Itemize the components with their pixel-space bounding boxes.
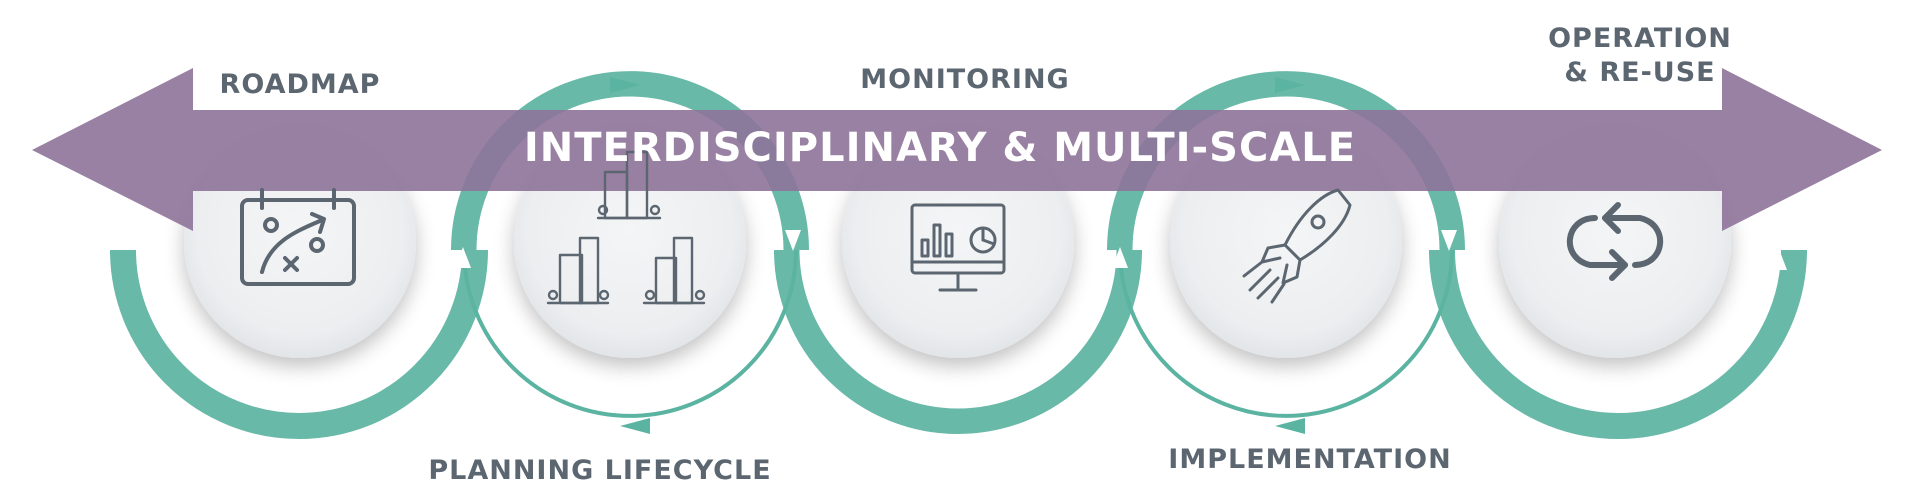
arrow-head-icon bbox=[620, 418, 650, 434]
arrow-head-icon bbox=[1275, 418, 1305, 434]
city-buildings-icon bbox=[546, 150, 706, 305]
cycle-arc-3 bbox=[774, 249, 1142, 434]
arrow-head-icon bbox=[455, 247, 471, 268]
arrow-head-icon bbox=[1275, 77, 1305, 93]
stage-label-implementation: IMPLEMENTATION bbox=[1168, 444, 1452, 475]
banner-arrow bbox=[32, 68, 1882, 231]
arrow-head-icon bbox=[610, 77, 640, 93]
planning-loop bbox=[462, 249, 798, 418]
arrow-head-icon bbox=[1771, 249, 1787, 270]
arrow-head-icon bbox=[785, 230, 801, 251]
banner-title: INTERDISCIPLINARY & MULTI-SCALE bbox=[523, 125, 1357, 171]
implementation-loop bbox=[1118, 249, 1454, 418]
stage-label-planning-lifecycle: PLANNING LIFECYCLE bbox=[428, 455, 772, 486]
stage-label-monitoring: MONITORING bbox=[860, 64, 1070, 95]
dashboard-monitor-icon bbox=[910, 203, 1006, 292]
stage-label-roadmap: ROADMAP bbox=[219, 69, 381, 100]
recycle-arrows-icon bbox=[1566, 202, 1664, 281]
cycle-arc-1 bbox=[110, 249, 488, 439]
strategy-board-icon bbox=[240, 188, 356, 286]
rocket-icon bbox=[1242, 188, 1352, 304]
cycle-arc-5 bbox=[1429, 249, 1807, 439]
stage-label-operation-reuse: OPERATION & RE-USE bbox=[1548, 23, 1732, 88]
arrow-head-icon bbox=[1112, 247, 1128, 268]
arrow-head-icon bbox=[1441, 230, 1457, 251]
